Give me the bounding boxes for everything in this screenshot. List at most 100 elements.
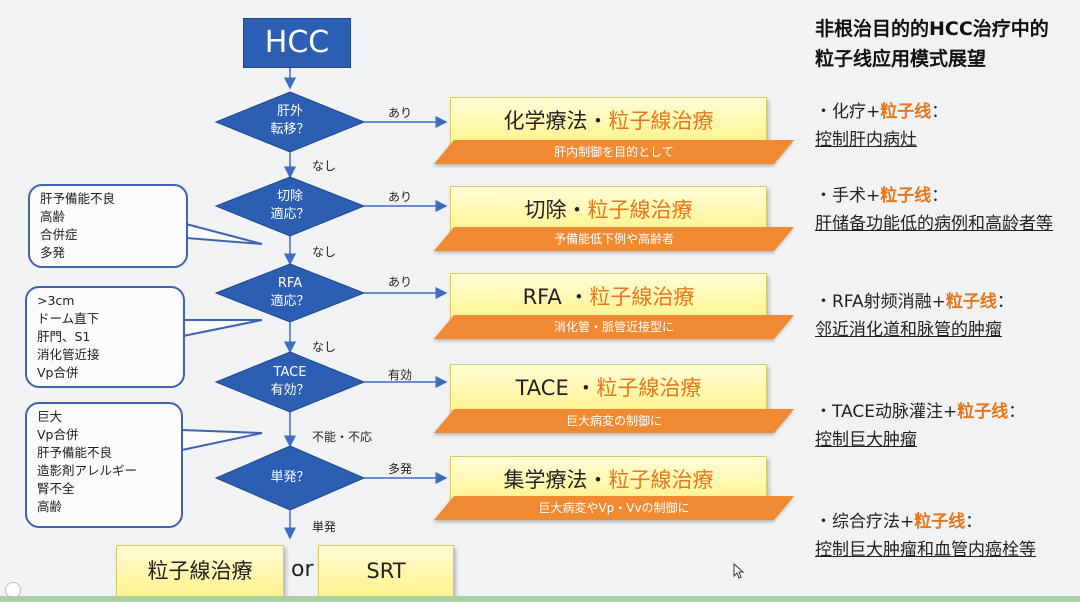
- callout-rfa: >3cm ドーム直下 肝門、S1 消化管近接 Vp合併: [25, 286, 185, 388]
- callout-2-item: 肝門、S1: [37, 329, 91, 344]
- right-item-3: ・RFA射频消融+粒子线： 邻近消化道和脉管的肿瘤: [815, 288, 1065, 344]
- result-2-note-text: 予備能低下例や高齢者: [553, 232, 674, 246]
- yes-label-2: あり: [388, 190, 413, 204]
- result-4-highlight: 粒子線治療: [596, 376, 702, 400]
- right-item-2-sub: 肝储备功能低的病例和高龄者等: [815, 214, 1053, 234]
- result-1-main: 化学療法・: [503, 109, 609, 133]
- yes-label-3: あり: [388, 275, 413, 289]
- right-item-5-sub: 控制巨大肿瘤和血管内癌栓等: [815, 540, 1036, 560]
- right-panel-title: 非根治目的的HCC治疗中的粒子线应用模式展望: [815, 18, 1049, 70]
- decision-5-line1: 単発？: [270, 470, 310, 485]
- result-2-main: 切除・: [524, 198, 588, 222]
- result-1-note-text: 肝内制御を目的として: [554, 145, 674, 159]
- callout-pointer-2: [182, 319, 263, 338]
- callout-1-item: 高齢: [40, 209, 66, 224]
- result-1-highlight: 粒子線治療: [608, 109, 714, 133]
- decision-diamond-1: [214, 91, 366, 153]
- result-5-note-text: 巨大病変やVp・Vvの制御に: [538, 501, 690, 515]
- right-item-1-sub: 控制肝内病灶: [815, 130, 917, 150]
- right-item-1-prefix: ・化疗+: [815, 102, 881, 122]
- right-item-2-suffix: ：: [931, 186, 949, 206]
- result-box-2: 切除・粒子線治療: [450, 186, 767, 234]
- right-item-3-sub: 邻近消化道和脉管的肿瘤: [815, 320, 1002, 340]
- decision-2-line2: 適応？: [270, 207, 310, 222]
- final-node-srt: SRT: [318, 545, 454, 597]
- callout-1-item: 肝予備能不良: [40, 191, 116, 206]
- no-label-2: なし: [312, 245, 337, 259]
- decision-4-line2: 有効？: [270, 383, 310, 398]
- callout-3-item: 高齢: [37, 499, 63, 514]
- callout-3-item: 巨大: [37, 409, 63, 424]
- result-5-note: 巨大病変やVp・Vvの制御に: [433, 496, 795, 520]
- callout-tace: 巨大 Vp合併 肝予備能不良 造影剤アレルギー 腎不全 高齢: [25, 402, 183, 528]
- right-item-3-suffix: ：: [996, 292, 1014, 312]
- callout-pointer-1: [185, 222, 263, 245]
- decision-diamond-4: [214, 351, 366, 413]
- result-4-note-text: 巨大病変の制御に: [565, 414, 662, 428]
- right-item-1-suffix: ：: [931, 102, 949, 122]
- result-5-highlight: 粒子線治療: [608, 468, 714, 492]
- right-item-3-prefix: ・RFA射频消融+: [815, 292, 946, 312]
- callout-3-item: 造影剤アレルギー: [37, 463, 138, 478]
- right-item-2-highlight: 粒子线: [880, 186, 932, 206]
- final-node-particle: 粒子線治療: [116, 545, 284, 597]
- yes-label-4: 有効: [388, 368, 413, 382]
- final-or-label: or: [291, 557, 314, 582]
- callout-2-item: 消化管近接: [37, 347, 100, 362]
- callout-2-item: Vp合併: [37, 365, 79, 380]
- right-item-5-suffix: ：: [965, 512, 983, 532]
- no-label-3: なし: [312, 340, 337, 354]
- callout-3-item: 肝予備能不良: [37, 445, 113, 460]
- decision-2-line1: 切除: [276, 189, 303, 204]
- right-item-5-highlight: 粒子线: [914, 512, 966, 532]
- callout-3-item: 腎不全: [37, 481, 75, 496]
- decision-diamond-2: [214, 176, 366, 237]
- result-3-note: 消化管・脈管近接型に: [433, 315, 795, 339]
- decision-2-text: 切除 適応？: [250, 188, 330, 224]
- decision-3-text: RFA 適応？: [250, 275, 330, 311]
- decision-1-line2: 転移？: [270, 122, 310, 137]
- result-3-highlight: 粒子線治療: [589, 285, 695, 309]
- result-box-1: 化学療法・粒子線治療: [450, 97, 767, 145]
- result-box-3: RFA ・粒子線治療: [450, 273, 767, 321]
- start-node-hcc: HCC: [243, 18, 351, 68]
- callout-resection: 肝予備能不良 高齢 合併症 多発: [28, 184, 188, 268]
- result-3-main: RFA ・: [522, 285, 590, 309]
- right-item-5: ・综合疗法+粒子线： 控制巨大肿瘤和血管内癌栓等: [815, 508, 1065, 564]
- result-3-note-text: 消化管・脈管近接型に: [553, 320, 674, 334]
- yes-label-5: 多発: [388, 462, 413, 476]
- callout-3-item: Vp合併: [37, 427, 79, 442]
- right-item-3-highlight: 粒子线: [945, 292, 997, 312]
- decision-diamond-5: [214, 445, 366, 511]
- right-item-4-highlight: 粒子线: [957, 402, 1009, 422]
- right-item-4: ・TACE动脉灌注+粒子线： 控制巨大肿瘤: [815, 398, 1065, 454]
- right-item-4-sub: 控制巨大肿瘤: [815, 430, 917, 450]
- result-5-main: 集学療法・: [503, 468, 609, 492]
- decision-1-text: 肝外 転移？: [250, 103, 330, 139]
- callout-1-item: 多発: [40, 245, 66, 260]
- mouse-cursor-icon: [733, 563, 745, 579]
- right-item-5-prefix: ・综合疗法+: [815, 512, 915, 532]
- decision-diamond-3: [214, 263, 366, 323]
- result-box-4: TACE ・粒子線治療: [450, 364, 767, 412]
- right-item-1: ・化疗+粒子线： 控制肝内病灶: [815, 98, 1065, 154]
- right-item-4-suffix: ：: [1008, 402, 1026, 422]
- decision-1-line1: 肝外: [276, 104, 303, 119]
- decision-4-text: TACE 有効？: [250, 364, 330, 400]
- callout-pointer-3: [181, 428, 263, 452]
- callout-2-item: >3cm: [37, 293, 75, 308]
- callout-1-item: 合併症: [40, 227, 78, 242]
- decision-3-line2: 適応？: [270, 294, 310, 309]
- no-label-4: 不能・不応: [312, 430, 373, 444]
- no-label-1: なし: [312, 159, 337, 173]
- right-item-2: ・手术+粒子线： 肝储备功能低的病例和高龄者等: [815, 182, 1065, 238]
- yes-label-1: あり: [388, 106, 413, 120]
- result-2-highlight: 粒子線治療: [587, 198, 693, 222]
- decision-4-line1: TACE: [273, 365, 307, 380]
- callout-2-item: ドーム直下: [37, 311, 100, 326]
- result-4-main: TACE ・: [515, 376, 597, 400]
- result-4-note: 巨大病変の制御に: [433, 409, 795, 433]
- right-item-1-highlight: 粒子线: [880, 102, 932, 122]
- result-2-note: 予備能低下例や高齢者: [433, 227, 795, 251]
